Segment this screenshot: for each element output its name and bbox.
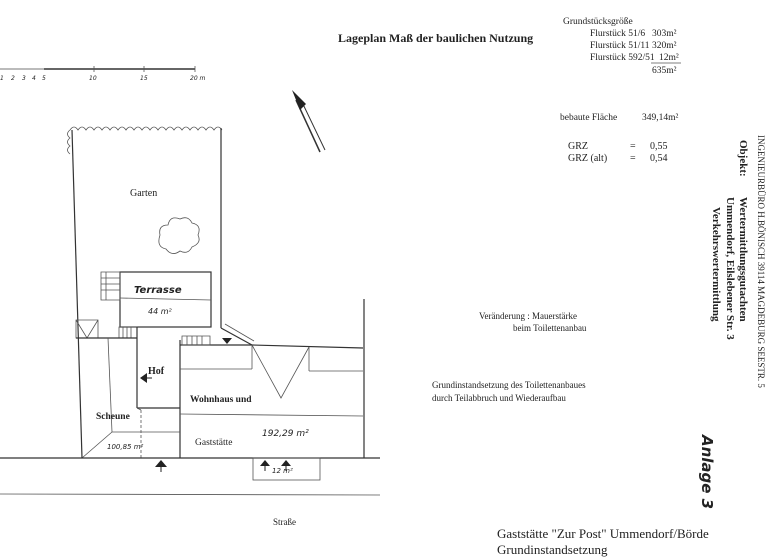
footer-subtitle: Grundinstandsetzung [497, 542, 608, 557]
lot-row-label: Flurstück 51/11 [590, 41, 650, 51]
object-line: Ummendorf, Eilslebener Str. 3 [724, 197, 736, 340]
lot-row-label: Flurstück 51/6 [590, 29, 645, 39]
scale-tick: 15 [140, 75, 148, 82]
scale-tick: 4 [32, 75, 36, 82]
side-header: INGENIEURBÜRO H.BÖNISCH 39114 MAGDEBURG … [710, 135, 766, 388]
north-arrow-icon [292, 90, 326, 153]
lot-row-value: 12m² [659, 53, 679, 63]
grz-alt-eq: = [630, 153, 636, 164]
label-house: Wohnhaus und [190, 395, 252, 405]
entrance-arrow-icon [140, 338, 291, 472]
label-barn-area: 100,85 m² [107, 443, 144, 451]
scale-tick: 10 [89, 75, 97, 82]
grz-eq: = [630, 141, 636, 152]
office-address: INGENIEURBÜRO H.BÖNISCH 39114 MAGDEBURG … [756, 135, 766, 388]
lot-sizes-heading: Grundstücksgröße [563, 16, 633, 27]
object-line: Wertermittlungsgutachten [737, 197, 749, 322]
grz-label: GRZ [568, 141, 588, 152]
object-label: Objekt: [737, 140, 749, 177]
label-yard: Hof [148, 366, 165, 377]
lot-row-value: 320m² [652, 41, 677, 51]
label-restaurant: Gaststätte [195, 438, 232, 448]
lot-row-label: Flurstück 592/51 [590, 53, 655, 63]
attachment-label: Anlage 3 [698, 434, 716, 509]
built-area-label: bebaute Fläche [560, 113, 617, 123]
label-barn: Scheune [96, 412, 130, 422]
street-edge [0, 493, 381, 496]
scale-tick: 3 [22, 75, 26, 82]
label-house-area: 192,29 m² [262, 429, 309, 439]
scale-tick: 5 [42, 75, 46, 82]
scale-bar: 1 2 3 4 5 10 15 20 m [0, 66, 206, 82]
built-area-value: 349,14m² [642, 113, 679, 123]
label-street: Straße [273, 517, 296, 527]
lot-sizes-table: Grundstücksgröße Flurstück 51/6 303m² Fl… [563, 16, 681, 76]
hedge [67, 126, 223, 155]
lot-row-value: 303m² [652, 29, 677, 39]
scale-tick: 2 [11, 75, 15, 82]
grz-alt-value: 0,54 [650, 153, 668, 164]
grz-value: 0,55 [650, 141, 668, 152]
label-terrace-area: 44 m² [148, 307, 173, 316]
lot-total: 635m² [652, 66, 677, 76]
label-annex-area: 12 m² [272, 467, 293, 475]
label-terrace: Terrasse [134, 285, 182, 296]
plan-title: Lageplan Maß der baulichen Nutzung [338, 31, 533, 45]
note-repair: durch Teilabbruch und Wiederaufbau [432, 393, 566, 403]
grz-alt-label: GRZ (alt) [568, 153, 607, 164]
stairs [100, 271, 121, 301]
object-line: Verkehrswertermittlung [710, 207, 722, 322]
tree-icon [158, 217, 200, 254]
note-change: beim Toilettenanbau [513, 323, 587, 333]
scale-tick: 1 [0, 75, 4, 82]
note-change: Veränderung : Mauerstärke [479, 311, 577, 321]
note-repair: Grundinstandsetzung des Toilettenanbaues [432, 380, 586, 390]
label-garden: Garten [130, 188, 157, 199]
building-outlines [0, 128, 381, 496]
scale-tick: 20 m [190, 75, 206, 82]
footer-title: Gaststätte "Zur Post" Ummendorf/Börde [497, 526, 709, 541]
